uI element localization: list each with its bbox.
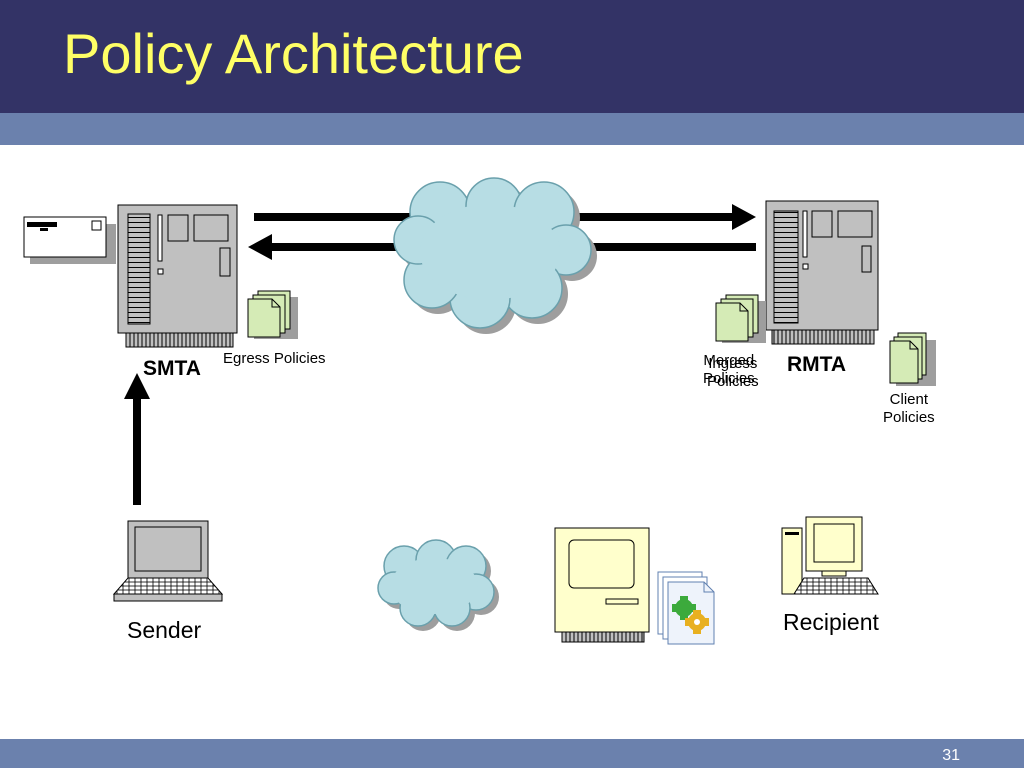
slide-title: Policy Architecture — [63, 22, 524, 85]
smta-label: SMTA — [143, 357, 201, 380]
client-policies-label: Client Policies — [883, 391, 935, 427]
ingress-policies-line1: Ingress — [708, 355, 758, 372]
recipient-label: Recipient — [783, 609, 879, 635]
merged-policies-label: Merged Policies — [703, 352, 755, 388]
smta-server-icon — [117, 204, 238, 348]
footer-bar — [0, 739, 1024, 768]
sender-label: Sender — [127, 617, 202, 643]
cloud-icon — [377, 539, 499, 631]
laptop-icon — [112, 520, 224, 602]
monitor-tower-icon — [781, 516, 879, 595]
rmta-label: RMTA — [787, 353, 847, 376]
desktop-computer-icon — [554, 527, 650, 643]
client-policies-line2: Policies — [883, 409, 935, 426]
arrow-icon — [124, 373, 150, 505]
envelope-icon — [23, 216, 116, 264]
egress-policies-label: Egress Policies — [223, 350, 326, 367]
ingress-policies-label: Ingress Policies — [707, 355, 759, 391]
title-bar — [0, 0, 1024, 113]
document-stack-icon — [715, 294, 766, 343]
document-stack-icon — [889, 332, 936, 386]
merged-policies-line1: Merged — [703, 352, 755, 369]
client-policies-line1: Client — [889, 391, 929, 408]
document-stack-icon — [247, 290, 298, 339]
accent-bar — [0, 113, 1024, 145]
merged-policies-line2: Policies — [703, 370, 755, 387]
slide-number: 31 — [942, 747, 960, 764]
cloud-icon — [393, 177, 597, 334]
rmta-server-icon — [765, 200, 879, 345]
ingress-policies-line2: Policies — [707, 373, 759, 390]
plugin-document-icon — [657, 571, 715, 645]
